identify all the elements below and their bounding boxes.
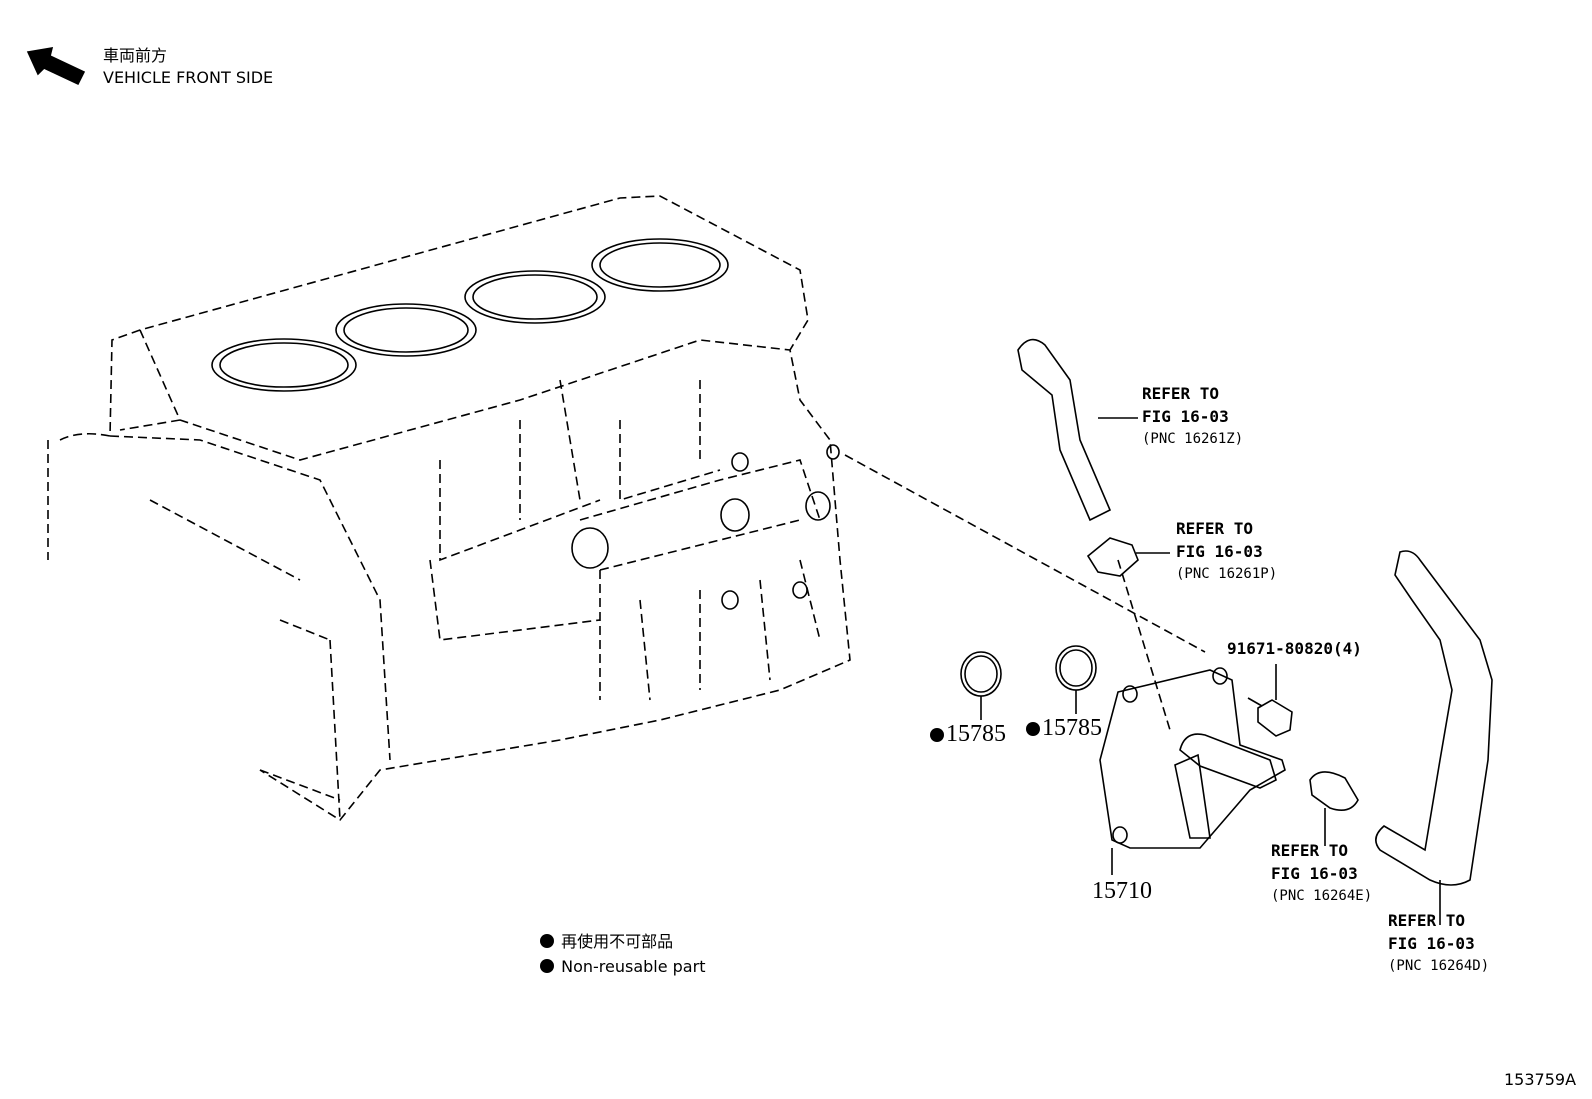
mount-boss (826, 444, 840, 460)
non-reusable-icon (540, 934, 554, 948)
gasket-b-label: 15785 (1042, 715, 1102, 741)
callout-2-line3: (PNC 16261P) (1176, 566, 1278, 582)
mount-boss (792, 581, 808, 599)
callout-2-line2: FIG 16-03 (1176, 542, 1263, 561)
cylinder-bore (343, 307, 469, 353)
gasket-ring (1055, 645, 1097, 691)
legend-jp: 再使用不可部品 (540, 934, 673, 950)
upper-clamp (1086, 537, 1139, 577)
callout-3-line1: REFER TO (1271, 841, 1349, 860)
mount-boss (571, 527, 609, 569)
gasket-ring (1059, 649, 1093, 687)
gasket-ring (964, 655, 998, 693)
callout-3-line3: (PNC 16264E) (1271, 888, 1373, 904)
legend-en: Non-reusable part (540, 959, 705, 975)
non-reusable-icon (540, 959, 554, 973)
non-reusable-icon (1026, 722, 1040, 736)
callout-2-line1: REFER TO (1176, 519, 1254, 538)
callout-1-line2: FIG 16-03 (1142, 407, 1229, 426)
legend-en-text: Non-reusable part (561, 957, 706, 976)
callout-4-line2: FIG 16-03 (1388, 934, 1475, 953)
oil-cooler (1099, 669, 1286, 849)
lower-hose (1375, 550, 1493, 886)
gasket-part-number-b: 15785 (1026, 716, 1102, 740)
cylinder-bore (464, 270, 606, 324)
gasket-a-label: 15785 (946, 721, 1006, 747)
cylinder-bore (211, 338, 357, 392)
callout-4-line3: (PNC 16264D) (1388, 958, 1490, 974)
mount-boss (731, 452, 749, 472)
callout-1-line3: (PNC 16261Z) (1142, 431, 1244, 447)
oil-cooler-part-number: 15710 (1092, 878, 1152, 904)
vehicle-front-arrow-icon (26, 47, 86, 86)
legend-jp-text: 再使用不可部品 (561, 932, 674, 951)
direction-label-en: VEHICLE FRONT SIDE (103, 68, 274, 87)
upper-hose (1017, 338, 1112, 522)
cylinder-bore (599, 242, 721, 288)
diagram-id: 153759A (1504, 1070, 1577, 1089)
non-reusable-icon (930, 728, 944, 742)
mount-boss (721, 590, 739, 610)
lower-clamp (1309, 771, 1359, 811)
mount-boss (720, 498, 750, 532)
callout-3-line2: FIG 16-03 (1271, 864, 1358, 883)
bolt (1247, 697, 1293, 737)
cylinder-bore (219, 342, 349, 388)
gasket-part-number-a: 15785 (930, 722, 1006, 746)
direction-label-jp: 車両前方 (103, 46, 168, 65)
cylinder-bore (335, 303, 477, 357)
cylinder-bore (472, 274, 598, 320)
engine-block (47, 195, 851, 822)
cylinder-bore (591, 238, 729, 292)
callout-4-line1: REFER TO (1388, 911, 1466, 930)
gasket-ring (960, 651, 1002, 697)
bolt-part-number: 91671-80820(4) (1227, 639, 1362, 658)
mount-boss (805, 491, 831, 521)
callout-1-line1: REFER TO (1142, 384, 1220, 403)
